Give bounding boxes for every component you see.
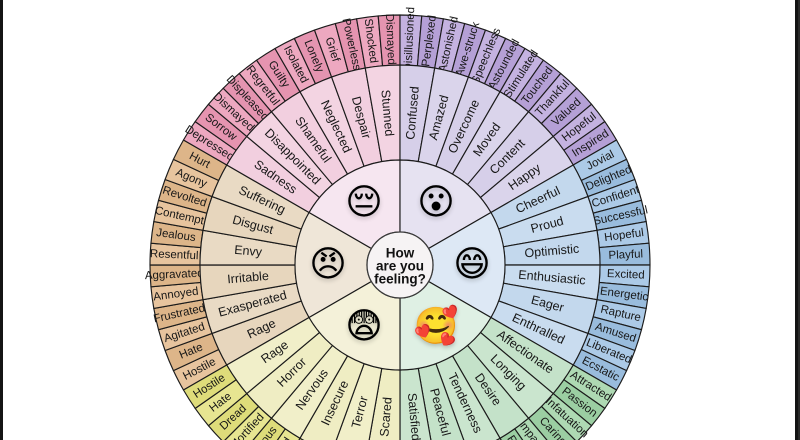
angry-face-icon: 😠 [309, 244, 347, 285]
tertiary-emotion-label: Excited [607, 268, 645, 282]
tertiary-emotion-label: Shocked [362, 18, 380, 64]
pensive-face-icon: 😔 [345, 181, 383, 223]
page-border-left [0, 0, 3, 440]
secondary-emotion-label: Envy [234, 243, 264, 259]
secondary-emotion-label: Optimistic [524, 242, 580, 261]
secondary-emotion-label: Stunned [378, 89, 396, 137]
page-border-right-outer [798, 0, 800, 440]
hub-circle [366, 231, 434, 299]
core-emotion-ring[interactable] [294, 159, 506, 371]
secondary-emotion-label: Scared [377, 396, 394, 437]
secondary-emotion-label: Irritable [227, 269, 270, 287]
anxious-face-with-sweat-icon: 😨 [345, 306, 383, 348]
hub-prompt-line2: are you [376, 259, 424, 274]
secondary-emotion-label: Enthusiastic [518, 268, 586, 288]
smiling-face-with-hearts-icon: 🥰 [413, 306, 459, 348]
tertiary-emotion-label: Annoyed [153, 286, 200, 304]
secondary-emotion-label: Confused [403, 86, 422, 141]
tertiary-emotion-label: Resentful [150, 248, 199, 262]
tertiary-emotion-ring[interactable]: HostileHateAgitatedFrustratedAnnoyedAggr… [145, 7, 651, 440]
secondary-emotion-ring[interactable]: RageExasperatedIrritableEnvyDisgustSuffe… [199, 64, 601, 440]
tertiary-emotion-label: Jealous [155, 227, 196, 244]
tertiary-emotion-label: Disillusioned [402, 7, 417, 72]
astonished-face-icon: 😮 [417, 181, 455, 223]
hub-prompt-line3: feeling? [374, 272, 426, 287]
tertiary-emotion-label: Playful [608, 248, 643, 261]
hub-prompt-line1: How [386, 246, 415, 261]
tertiary-emotion-label: Hopeful [604, 227, 645, 244]
page-border-right [795, 0, 798, 440]
tertiary-emotion-label: Dismayed [383, 13, 397, 65]
tertiary-emotion-label: Aggravated [145, 268, 204, 283]
secondary-emotion-label: Satisfied [405, 392, 423, 440]
grinning-face-with-smiling-eyes-icon: 😄 [453, 244, 491, 285]
